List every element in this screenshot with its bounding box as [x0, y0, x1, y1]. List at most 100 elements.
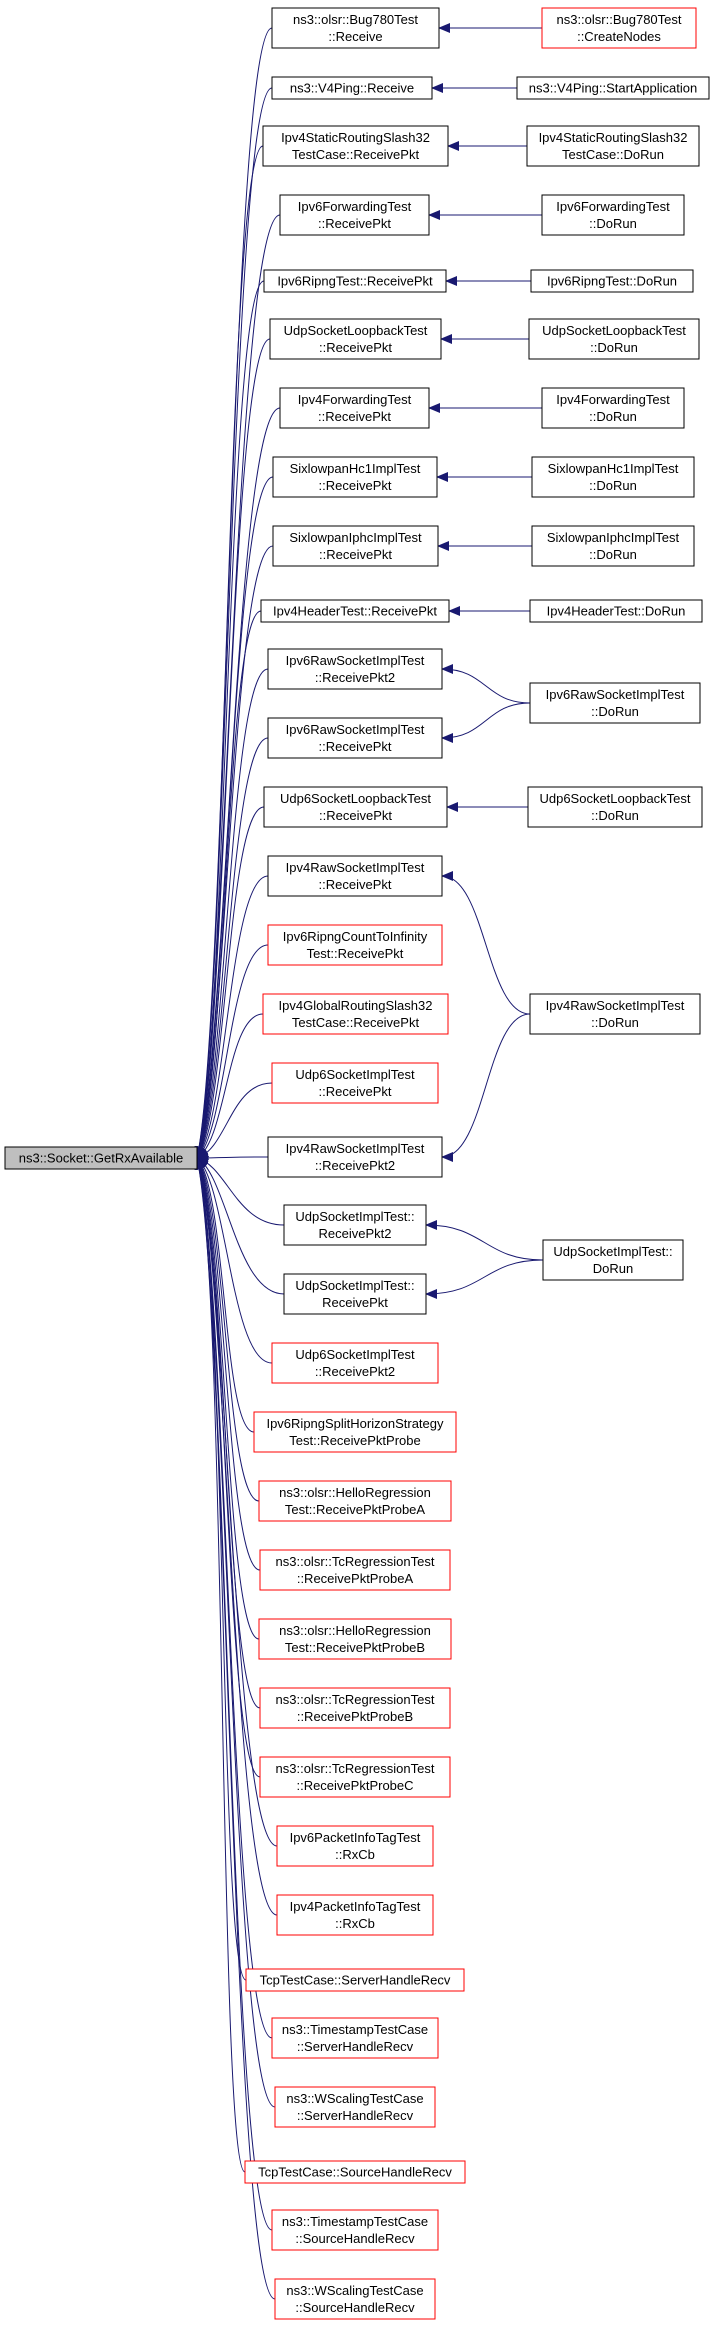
node-c24[interactable]: ns3::olsr::TcRegressionTest::ReceivePktP…	[259, 1549, 451, 1591]
node-c28[interactable]: Ipv6PacketInfoTagTest::RxCb	[276, 1825, 434, 1867]
edge-c22-root	[196, 1157, 255, 1433]
node-d14[interactable]: UdpSocketImplTest::DoRun	[542, 1239, 684, 1281]
node-label-line: Ipv6RawSocketImplTest	[286, 722, 425, 737]
node-box	[259, 1756, 451, 1798]
node-c35[interactable]: ns3::WScalingTestCase::SourceHandleRecv	[274, 2278, 436, 2320]
edge-c21-root	[196, 1157, 273, 1364]
node-label-line: Ipv4PacketInfoTagTest	[290, 1899, 421, 1914]
node-box	[279, 387, 430, 429]
edge-c29-root	[195, 1157, 278, 1916]
node-box	[271, 76, 433, 100]
node-c11[interactable]: Ipv6RawSocketImplTest::ReceivePkt2	[267, 648, 443, 690]
node-d6[interactable]: UdpSocketLoopbackTest::DoRun	[528, 318, 700, 360]
node-box	[528, 318, 700, 360]
node-d4[interactable]: Ipv6ForwardingTest::DoRun	[541, 194, 685, 236]
node-c32[interactable]: ns3::WScalingTestCase::ServerHandleRecv	[274, 2086, 436, 2128]
node-c22[interactable]: Ipv6RipngSplitHorizonStrategyTest::Recei…	[253, 1411, 457, 1453]
node-c4[interactable]: Ipv6ForwardingTest::ReceivePkt	[279, 194, 430, 236]
node-c13[interactable]: Udp6SocketLoopbackTest::ReceivePkt	[263, 786, 448, 828]
node-label-line: SixlowpanHc1ImplTest	[290, 461, 421, 476]
node-label-line: SixlowpanIphcImplTest	[547, 530, 680, 545]
node-label-line: ns3::TimestampTestCase	[282, 2022, 428, 2037]
node-d10[interactable]: Ipv4HeaderTest::DoRun	[529, 599, 703, 623]
node-label-line: ::ReceivePkt	[318, 216, 391, 231]
node-label-line: Udp6SocketLoopbackTest	[280, 791, 431, 806]
edge-d11-c11	[441, 664, 531, 704]
node-label-line: ns3::V4Ping::StartApplication	[529, 81, 697, 96]
node-c25[interactable]: ns3::olsr::HelloRegressionTest::ReceiveP…	[258, 1618, 452, 1660]
node-label-line: Ipv6RipngTest::DoRun	[547, 274, 677, 289]
node-label-line: Ipv4GlobalRoutingSlash32	[279, 998, 433, 1013]
node-c5[interactable]: Ipv6RipngTest::ReceivePkt	[263, 269, 447, 293]
node-label-line: Ipv4HeaderTest::DoRun	[547, 604, 686, 619]
node-label-line: ns3::olsr::TcRegressionTest	[276, 1692, 435, 1707]
node-label-line: ns3::Socket::GetRxAvailable	[19, 1151, 184, 1166]
node-c2[interactable]: ns3::V4Ping::Receive	[271, 76, 433, 100]
edge-c6-root	[195, 338, 271, 1159]
node-c34[interactable]: ns3::TimestampTestCase::SourceHandleRecv	[271, 2209, 439, 2251]
node-c12[interactable]: Ipv6RawSocketImplTest::ReceivePkt	[267, 717, 443, 759]
node-d1[interactable]: ns3::olsr::Bug780Test::CreateNodes	[541, 7, 697, 49]
node-label-line: ::DoRun	[589, 409, 637, 424]
node-c30[interactable]: TcpTestCase::ServerHandleRecv	[245, 1968, 465, 1992]
node-c16[interactable]: Ipv4GlobalRoutingSlash32TestCase::Receiv…	[262, 993, 449, 1035]
node-box	[541, 7, 697, 49]
node-c29[interactable]: Ipv4PacketInfoTagTest::RxCb	[276, 1894, 434, 1936]
node-d11[interactable]: Ipv6RawSocketImplTest::DoRun	[529, 682, 701, 724]
node-c1[interactable]: ns3::olsr::Bug780Test::Receive	[271, 7, 440, 49]
edge-c9-root	[196, 545, 274, 1159]
node-root[interactable]: ns3::Socket::GetRxAvailable	[4, 1146, 198, 1170]
node-c6[interactable]: UdpSocketLoopbackTest::ReceivePkt	[269, 318, 442, 360]
node-c7[interactable]: Ipv4ForwardingTest::ReceivePkt	[279, 387, 430, 429]
node-c8[interactable]: SixlowpanHc1ImplTest::ReceivePkt	[272, 456, 438, 498]
node-box	[531, 456, 695, 498]
node-c3[interactable]: Ipv4StaticRoutingSlash32TestCase::Receiv…	[262, 125, 449, 167]
node-d8[interactable]: SixlowpanHc1ImplTest::DoRun	[531, 456, 695, 498]
node-box	[258, 1480, 452, 1522]
node-label-line: ::ReceivePkt	[319, 877, 392, 892]
node-label-line: ::DoRun	[591, 704, 639, 719]
node-label-line: Ipv6RipngCountToInfinity	[283, 929, 428, 944]
node-c19[interactable]: UdpSocketImplTest::ReceivePkt2	[283, 1204, 427, 1246]
node-c21[interactable]: Udp6SocketImplTest::ReceivePkt2	[271, 1342, 439, 1384]
node-box	[244, 2160, 466, 2184]
node-label-line: ::DoRun	[589, 547, 637, 562]
node-box	[267, 924, 443, 966]
node-d9[interactable]: SixlowpanIphcImplTest::DoRun	[531, 525, 695, 567]
node-c9[interactable]: SixlowpanIphcImplTest::ReceivePkt	[272, 525, 439, 567]
node-box	[263, 269, 447, 293]
node-c10[interactable]: Ipv4HeaderTest::ReceivePkt	[260, 599, 450, 623]
node-c27[interactable]: ns3::olsr::TcRegressionTest::ReceivePktP…	[259, 1756, 451, 1798]
node-c18[interactable]: Ipv4RawSocketImplTest::ReceivePkt2	[267, 1136, 443, 1178]
node-c33[interactable]: TcpTestCase::SourceHandleRecv	[244, 2160, 466, 2184]
node-label-line: Ipv6ForwardingTest	[298, 199, 412, 214]
node-box	[526, 125, 700, 167]
node-d7[interactable]: Ipv4ForwardingTest::DoRun	[541, 387, 685, 429]
node-d13[interactable]: Ipv4RawSocketImplTest::DoRun	[529, 993, 701, 1035]
node-label-line: ::DoRun	[591, 1015, 639, 1030]
node-label-line: Test::ReceivePkt	[307, 946, 404, 961]
node-d5[interactable]: Ipv6RipngTest::DoRun	[530, 269, 694, 293]
edge-c25-root	[196, 1157, 260, 1640]
node-label-line: Ipv4StaticRoutingSlash32	[281, 130, 430, 145]
node-d2[interactable]: ns3::V4Ping::StartApplication	[516, 76, 710, 100]
node-c17[interactable]: Udp6SocketImplTest::ReceivePkt	[271, 1062, 439, 1104]
edge-c17-root	[196, 1082, 273, 1160]
node-label-line: ReceivePkt2	[319, 1226, 392, 1241]
node-box	[272, 525, 439, 567]
node-label-line: ::DoRun	[589, 478, 637, 493]
node-c23[interactable]: ns3::olsr::HelloRegressionTest::ReceiveP…	[258, 1480, 452, 1522]
node-c20[interactable]: UdpSocketImplTest::ReceivePkt	[283, 1273, 427, 1315]
node-box	[259, 1549, 451, 1591]
node-c31[interactable]: ns3::TimestampTestCase::ServerHandleRecv	[271, 2017, 439, 2059]
node-box	[245, 1968, 465, 1992]
node-label-line: ReceivePkt	[322, 1295, 388, 1310]
node-d12[interactable]: Udp6SocketLoopbackTest::DoRun	[527, 786, 703, 828]
node-label-line: Ipv6PacketInfoTagTest	[290, 1830, 421, 1845]
node-box	[274, 2278, 436, 2320]
node-c14[interactable]: Ipv4RawSocketImplTest::ReceivePkt	[267, 855, 443, 897]
node-c26[interactable]: ns3::olsr::TcRegressionTest::ReceivePktP…	[259, 1687, 451, 1729]
node-label-line: ::ReceivePktProbeB	[297, 1709, 413, 1724]
